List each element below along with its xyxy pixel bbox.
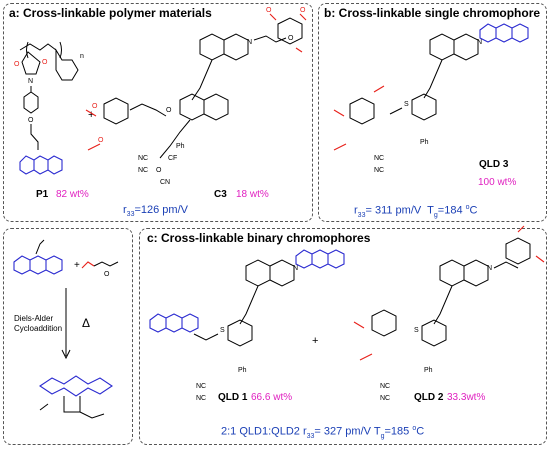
svg-text:O: O bbox=[98, 137, 104, 144]
qld1-label: QLD 1 bbox=[218, 392, 248, 403]
panel-a-plus: + bbox=[88, 109, 94, 121]
svg-text:NC: NC bbox=[374, 155, 384, 162]
panel-c bbox=[139, 228, 547, 445]
qld3-label: QLD 3 bbox=[479, 159, 509, 170]
svg-text:N: N bbox=[477, 39, 482, 46]
qld1-weight: 66.6 wt% bbox=[251, 392, 293, 403]
panel-a bbox=[3, 3, 313, 222]
panel-b-r33-tg: r33= 311 pm/V Tg=184 oC bbox=[354, 204, 478, 219]
qld3-structure: N S Ph NC NC bbox=[333, 23, 529, 174]
panel-c-title: c: Cross-linkable binary chromophores bbox=[147, 231, 371, 245]
panel-b bbox=[318, 3, 547, 222]
svg-text:NC: NC bbox=[196, 383, 206, 390]
svg-text:O: O bbox=[14, 61, 20, 68]
reaction-line-1: Diels-Alder bbox=[14, 314, 54, 323]
p1-n-atom: N bbox=[28, 78, 33, 85]
qld2-weight: 33.3wt% bbox=[447, 392, 486, 403]
qld2-label: QLD 2 bbox=[414, 392, 444, 403]
reaction-line-2: Cycloaddition bbox=[14, 324, 63, 333]
svg-text:Ph: Ph bbox=[176, 143, 185, 150]
c3-structure: N O O O O O O Ph CF NC NC O CN bbox=[85, 7, 307, 186]
svg-text:CF: CF bbox=[168, 155, 177, 162]
svg-text:O: O bbox=[28, 117, 34, 124]
svg-text:S: S bbox=[220, 327, 225, 334]
p1-n-label: n bbox=[80, 53, 84, 60]
svg-text:O: O bbox=[104, 271, 110, 278]
svg-text:O: O bbox=[266, 7, 272, 14]
svg-text:NC: NC bbox=[380, 395, 390, 402]
p1-structure: n O O N O bbox=[14, 41, 84, 175]
panel-diels-alder bbox=[3, 228, 133, 445]
panel-c-summary: 2:1 QLD1:QLD2 r33= 327 pm/V Tg=185 oC bbox=[221, 425, 425, 440]
svg-text:+: + bbox=[74, 260, 80, 271]
svg-text:N: N bbox=[247, 39, 252, 46]
c3-label: C3 bbox=[214, 189, 227, 200]
svg-text:NC: NC bbox=[138, 155, 148, 162]
panel-a-title: a: Cross-linkable polymer materials bbox=[9, 6, 212, 20]
c3-weight: 18 wt% bbox=[236, 189, 269, 200]
svg-text:NC: NC bbox=[380, 383, 390, 390]
svg-text:CN: CN bbox=[160, 179, 170, 186]
svg-text:O: O bbox=[166, 107, 172, 114]
svg-text:O: O bbox=[300, 7, 306, 14]
svg-text:O: O bbox=[92, 103, 98, 110]
delta-symbol: Δ bbox=[82, 316, 91, 330]
svg-text:S: S bbox=[404, 101, 409, 108]
diels-alder-scheme: + O bbox=[13, 239, 119, 419]
panel-b-title: b: Cross-linkable single chromophore bbox=[324, 6, 541, 20]
svg-text:S: S bbox=[414, 327, 419, 334]
qld2-structure: N S Ph NC NC bbox=[353, 225, 545, 402]
svg-text:NC: NC bbox=[138, 167, 148, 174]
svg-text:N: N bbox=[293, 265, 298, 272]
svg-text:O: O bbox=[42, 59, 48, 66]
qld3-weight: 100 wt% bbox=[478, 177, 517, 188]
p1-label: P1 bbox=[36, 189, 49, 200]
svg-text:O: O bbox=[288, 35, 294, 42]
svg-text:Ph: Ph bbox=[238, 367, 247, 374]
svg-text:Ph: Ph bbox=[420, 139, 429, 146]
qld1-structure: N S Ph NC NC bbox=[149, 249, 345, 402]
svg-text:O: O bbox=[156, 167, 162, 174]
svg-text:N: N bbox=[487, 265, 492, 272]
panel-a-r33: r33=126 pm/V bbox=[123, 204, 188, 219]
panel-c-plus: + bbox=[312, 335, 318, 347]
svg-text:NC: NC bbox=[374, 167, 384, 174]
svg-text:Ph: Ph bbox=[424, 367, 433, 374]
p1-weight: 82 wt% bbox=[56, 189, 89, 200]
svg-text:NC: NC bbox=[196, 395, 206, 402]
